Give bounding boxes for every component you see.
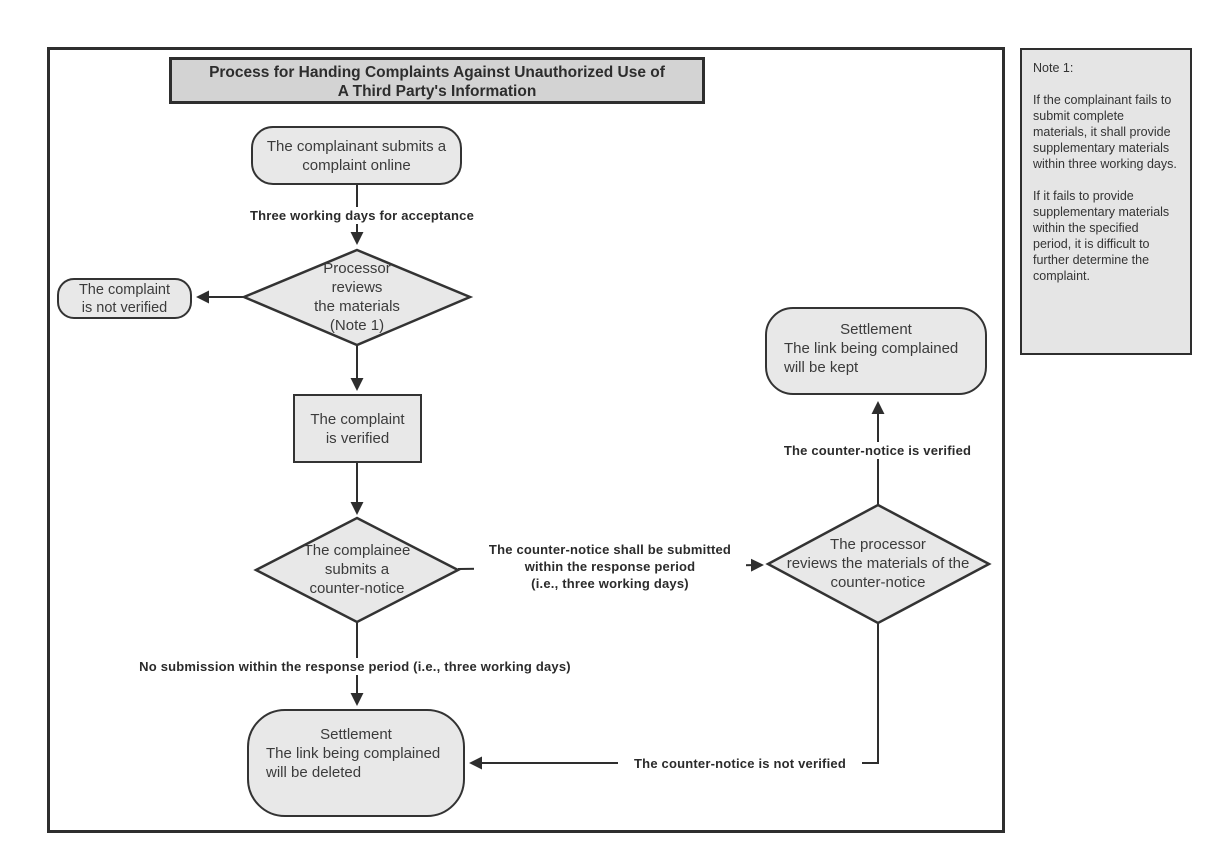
node-complaint-submitted: The complainant submits a complaint onli…: [251, 126, 462, 185]
settlement-deleted-heading: Settlement: [320, 726, 392, 743]
node-complainee-counter-notice: The complainee submits a counter-notice: [303, 542, 411, 597]
node-complaint-verified: The complaint is verified: [293, 394, 422, 463]
node-settlement-link-deleted: Settlement The link being complained wil…: [247, 709, 465, 817]
note-paragraph-2: If it fails to provide supplementary mat…: [1033, 189, 1170, 283]
node-processor-reviews-counter-notice: The processor reviews the materials of t…: [786, 536, 970, 591]
note-panel: Note 1: If the complainant fails to subm…: [1020, 48, 1192, 355]
settlement-deleted-body: The link being complained will be delete…: [266, 745, 441, 781]
settlement-kept-heading: Settlement: [840, 321, 912, 338]
edge-label-counter-notice-verified: The counter-notice is verified: [775, 442, 980, 459]
diagram-title: Process for Handing Complaints Against U…: [169, 57, 705, 104]
node-review-materials: Processor reviews the materials (Note 1): [314, 260, 400, 334]
note-heading: Note 1:: [1033, 61, 1074, 75]
edge-label-acceptance: Three working days for acceptance: [237, 207, 487, 224]
edge-label-counter-notice-not-verified: The counter-notice is not verified: [618, 755, 862, 772]
settlement-kept-body: The link being complained will be kept: [784, 340, 959, 376]
flowchart-frame: [47, 47, 1005, 833]
node-complaint-not-verified: The complaint is not verified: [57, 278, 192, 319]
node-settlement-link-kept: Settlement The link being complained wil…: [765, 307, 987, 395]
note-paragraph-1: If the complainant fails to submit compl…: [1033, 93, 1177, 171]
edge-label-no-submission: No submission within the response period…: [123, 658, 587, 675]
edge-label-counter-notice-submission: The counter-notice shall be submitted wi…: [474, 541, 746, 592]
